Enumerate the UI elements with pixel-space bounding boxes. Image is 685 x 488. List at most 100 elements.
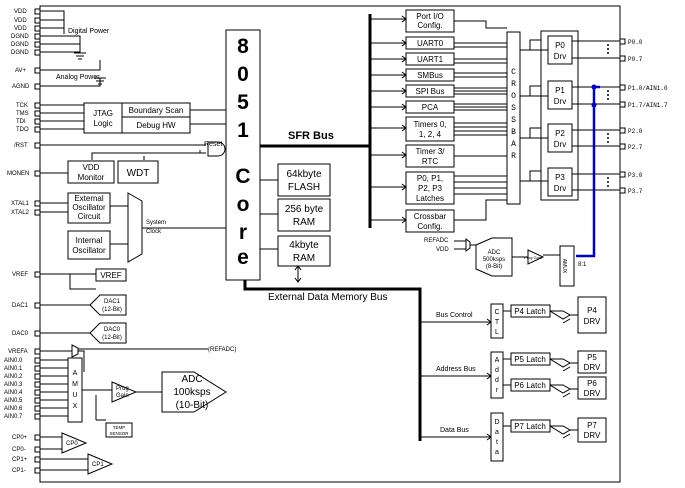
dac0-line2: (12-Bit) <box>102 335 122 341</box>
dac0-block <box>89 322 127 344</box>
crossbar-letter-4: S <box>511 104 516 113</box>
adc8-line3: (8-Bit) <box>486 264 502 270</box>
adc8-line1: ADC <box>488 250 501 256</box>
p7-drv-line2: DRV <box>584 431 601 440</box>
p4-drv-block <box>577 296 607 334</box>
pin-ain0-1: AIN0.1 <box>4 366 23 372</box>
crossbar-config-line2: Config. <box>417 222 442 231</box>
ext-osc-line1: External <box>74 194 104 203</box>
core-letter-7: r <box>239 221 247 244</box>
digital-power-label: Digital Power <box>68 28 110 35</box>
address-bus-label: Address Bus <box>436 366 476 373</box>
adc8-gain-label: Prog Gain <box>524 255 542 260</box>
ext-osc-line2: Oscillator <box>72 203 106 212</box>
p0-driver-block <box>547 35 573 65</box>
p4-latch-block <box>510 304 551 318</box>
refadc-internal-label: (REFADC) <box>208 347 236 353</box>
pin-dgnd-3: DGND <box>11 50 29 56</box>
port-drivers: P0 Drv P1 Drv P2 Drv P3 Drv P0.0 P0.7 P1… <box>520 30 668 201</box>
vdd-input-label: VDD <box>436 247 449 253</box>
p4-drv-line2: DRV <box>584 317 601 326</box>
crossbar-letter-3: O <box>511 92 516 101</box>
pin-p0-0: P0.0 <box>628 39 643 46</box>
pin-vdd-1: VDD <box>14 9 27 15</box>
pin-ain0-2: AIN0.2 <box>4 374 23 380</box>
amux-letter-1: A <box>73 370 78 377</box>
boundary-scan-label: Boundary Scan <box>129 106 184 115</box>
pin-cp1-plus: CP1+ <box>12 457 28 463</box>
vdd-monitor-line2: Monitor <box>78 173 105 182</box>
data-letter-1: D <box>494 419 499 426</box>
ctl-block <box>490 303 504 339</box>
pin-xtal1: XTAL1 <box>11 201 30 207</box>
temp-sensor-line2: SENSOR <box>109 431 129 436</box>
dac1-line2: (12-Bit) <box>102 307 122 313</box>
pin-dac0: DAC0 <box>12 331 29 337</box>
p7-latch-label: P7 Latch <box>514 422 546 431</box>
amux-letter-4: X <box>73 403 78 410</box>
p7-drv-line1: P7 <box>587 421 597 430</box>
core-letter-2: 0 <box>237 63 249 86</box>
uart0-label: UART0 <box>417 39 444 48</box>
vref-block-label: VREF <box>100 271 121 280</box>
addr-letter-1: A <box>495 357 500 364</box>
peripherals: Port I/O Config. UART0 UART1 SMBus SPI B… <box>405 9 507 233</box>
external-bus-section: External Data Memory Bus Bus Control Add… <box>243 280 607 462</box>
pin-rst: /RST <box>14 143 28 149</box>
pin-vdd-2: VDD <box>14 18 27 24</box>
addr-letter-2: d <box>495 367 499 374</box>
pin-tck: TCK <box>16 103 28 109</box>
core-letter-8: e <box>237 246 249 269</box>
p1-drv-line1: P1 <box>555 86 565 95</box>
data-block <box>490 412 504 462</box>
p6-latch-label: P6 Latch <box>514 381 546 390</box>
ram4k-line1: 4kbyte <box>289 240 319 251</box>
int-osc-line1: Internal <box>76 236 103 245</box>
timer3-line2: RTC <box>422 157 439 166</box>
external-data-memory-bus-label: External Data Memory Bus <box>268 292 388 303</box>
pin-cp0-plus: CP0+ <box>12 435 28 441</box>
ext-osc-line3: Circuit <box>78 212 101 221</box>
flash-line1: 64kbyte <box>286 169 321 180</box>
core-section: 8 0 5 1 C o r e 64kbyte FLASH 256 byte R… <box>225 29 331 283</box>
pin-vref: VREF <box>12 272 28 278</box>
amux-10bit-block <box>67 357 83 423</box>
pin-dgnd-1: DGND <box>11 34 29 40</box>
ram256-line2: RAM <box>293 217 315 228</box>
amux-letter-3: U <box>72 392 77 399</box>
addr-letter-4: r <box>496 387 499 394</box>
pin-p1-7: P1.7/AIN1.7 <box>628 102 668 109</box>
pin-p2-0: P2.0 <box>628 128 643 135</box>
pin-tms: TMS <box>16 111 29 117</box>
p3-driver-block <box>547 167 573 197</box>
oscillator-section: XTAL1 XTAL2 External Oscillator Circuit … <box>11 192 236 263</box>
amux-ratio-label: 8:1 <box>578 262 587 268</box>
p6-drv-line2: DRV <box>584 389 601 398</box>
crossbar-letter-8: R <box>511 152 516 161</box>
core-8051-block <box>225 29 261 281</box>
p5-drv-line1: P5 <box>587 353 597 362</box>
crossbar-config-block <box>405 209 455 233</box>
pin-p1-0: P1.0/AIN1.0 <box>628 85 668 92</box>
ctl-letter-1: C <box>494 309 499 316</box>
prog-gain-line1: Prog <box>116 386 129 392</box>
cp0-label: CP0 <box>66 441 78 447</box>
ctl-letter-2: T <box>495 319 500 326</box>
wdt-block <box>117 160 159 184</box>
reset-label: Reset <box>204 141 222 148</box>
jtag-logic-block <box>83 102 123 134</box>
ram-4k-block <box>277 235 331 267</box>
p3-drv-line1: P3 <box>555 173 565 182</box>
p4-latch-label: P4 Latch <box>514 307 546 316</box>
p6-drv-line1: P6 <box>587 379 597 388</box>
power-section: VDD VDD VDD DGND DGND DGND Digital Power… <box>11 8 110 90</box>
ctl-letter-3: L <box>495 329 499 336</box>
latches-line3: Latches <box>416 194 444 203</box>
p5-drv-block <box>577 350 607 374</box>
system-clock-line2: Clock <box>146 229 162 235</box>
crossbar: C R O S S B A R <box>506 31 521 205</box>
p2-driver-block <box>547 123 573 153</box>
pin-p3-0: P3.0 <box>628 172 643 179</box>
amux-8bit-label: AMUX <box>561 259 567 274</box>
